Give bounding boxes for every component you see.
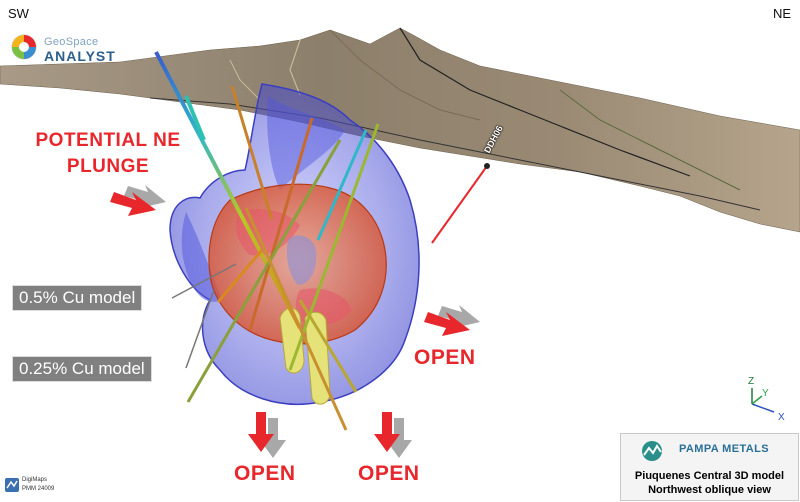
pampa-metals-title-box: PAMPA METALS Piuquenes Central 3D model …	[620, 433, 799, 501]
open-label-right: OPEN	[414, 346, 476, 369]
terrain-surface	[0, 27, 800, 233]
drillhole-7	[216, 249, 264, 303]
axis-triad-icon	[751, 388, 775, 413]
map-title-line-1: Piuquenes Central 3D model	[634, 470, 785, 482]
digimaps-logo-icon	[5, 478, 19, 492]
drillhole-ddh06-collar	[484, 163, 490, 169]
logo-line-2: ANALYST	[44, 48, 116, 64]
drillhole-8	[298, 299, 358, 393]
orientation-label-sw: SW	[8, 6, 29, 21]
credit-line-2: PMM 24009	[22, 486, 55, 492]
drillhole-5	[186, 139, 342, 403]
drillhole-10	[184, 95, 206, 141]
drillhole-1	[154, 51, 302, 329]
drillhole-3	[248, 117, 314, 331]
open-label-bottom-1: OPEN	[234, 462, 296, 485]
drillhole-ddh06-trace	[431, 165, 488, 244]
drillhole-9	[244, 207, 348, 431]
open-arrow-bottom-2	[374, 412, 412, 458]
axis-x-label: X	[778, 412, 785, 423]
open-arrow-bottom-1	[248, 412, 286, 458]
axis-z-label: Z	[748, 376, 755, 387]
company-name: PAMPA METALS	[679, 443, 769, 455]
geospace-logo-mark	[11, 34, 37, 60]
drillhole-6	[316, 129, 368, 241]
cu-025-model-label: 0.25% Cu model	[12, 356, 152, 382]
plunge-arrow	[110, 185, 166, 216]
logo-line-1: GeoSpace	[44, 36, 99, 48]
drillhole-2	[230, 85, 274, 221]
geospace-analyst-logo: GeoSpace ANALYST	[10, 30, 140, 70]
axis-y-label: Y	[762, 388, 769, 399]
axis-triad: Z Y X	[738, 376, 798, 426]
pampa-metals-logo-icon	[642, 441, 662, 461]
cu-05-model-label: 0.5% Cu model	[12, 285, 143, 311]
digimaps-credit: DigiMaps PMM 24009	[4, 475, 84, 499]
drillhole-4	[288, 123, 380, 371]
open-arrow-right	[424, 305, 480, 336]
potential-ne-plunge-label: POTENTIAL NE PLUNGE	[35, 130, 181, 177]
open-label-bottom-2: OPEN	[358, 462, 420, 485]
credit-line-1: DigiMaps	[22, 477, 48, 483]
map-title-line-2: Northwest oblique view	[648, 484, 771, 496]
orientation-label-ne: NE	[772, 6, 791, 21]
